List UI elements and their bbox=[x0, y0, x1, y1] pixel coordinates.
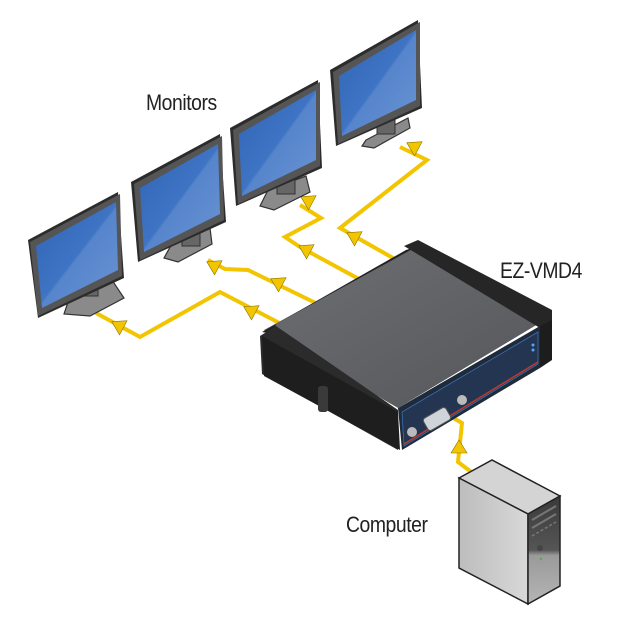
cable-monitor-2 bbox=[207, 258, 331, 312]
monitor-screen bbox=[36, 202, 118, 308]
arrow-icon bbox=[450, 439, 468, 454]
monitor-screen bbox=[339, 30, 416, 136]
cable-monitor-3 bbox=[281, 203, 371, 287]
monitor-screen bbox=[239, 90, 316, 196]
monitor-2 bbox=[131, 134, 226, 263]
ez-vmd4-device bbox=[260, 240, 552, 450]
cable-computer bbox=[447, 413, 481, 478]
vga-port bbox=[422, 407, 452, 431]
monitors-label: Monitors bbox=[146, 90, 217, 115]
arrow-icon bbox=[202, 254, 223, 276]
tower-front bbox=[527, 494, 561, 606]
power-button-icon bbox=[537, 545, 543, 551]
monitor-3 bbox=[230, 80, 322, 211]
arrow-icon bbox=[294, 238, 315, 260]
arrow-icon bbox=[342, 225, 363, 247]
monitor-screen bbox=[140, 144, 220, 252]
arrow-icon bbox=[107, 314, 128, 336]
monitor-4 bbox=[330, 20, 422, 149]
arrow-icon bbox=[402, 135, 423, 157]
computer-label: Computer bbox=[346, 512, 428, 537]
ez-vmd4-label: EZ-VMD4 bbox=[500, 258, 582, 283]
monitor-1 bbox=[28, 192, 125, 318]
cable-monitor-1 bbox=[95, 289, 288, 340]
computer-tower bbox=[457, 459, 562, 606]
